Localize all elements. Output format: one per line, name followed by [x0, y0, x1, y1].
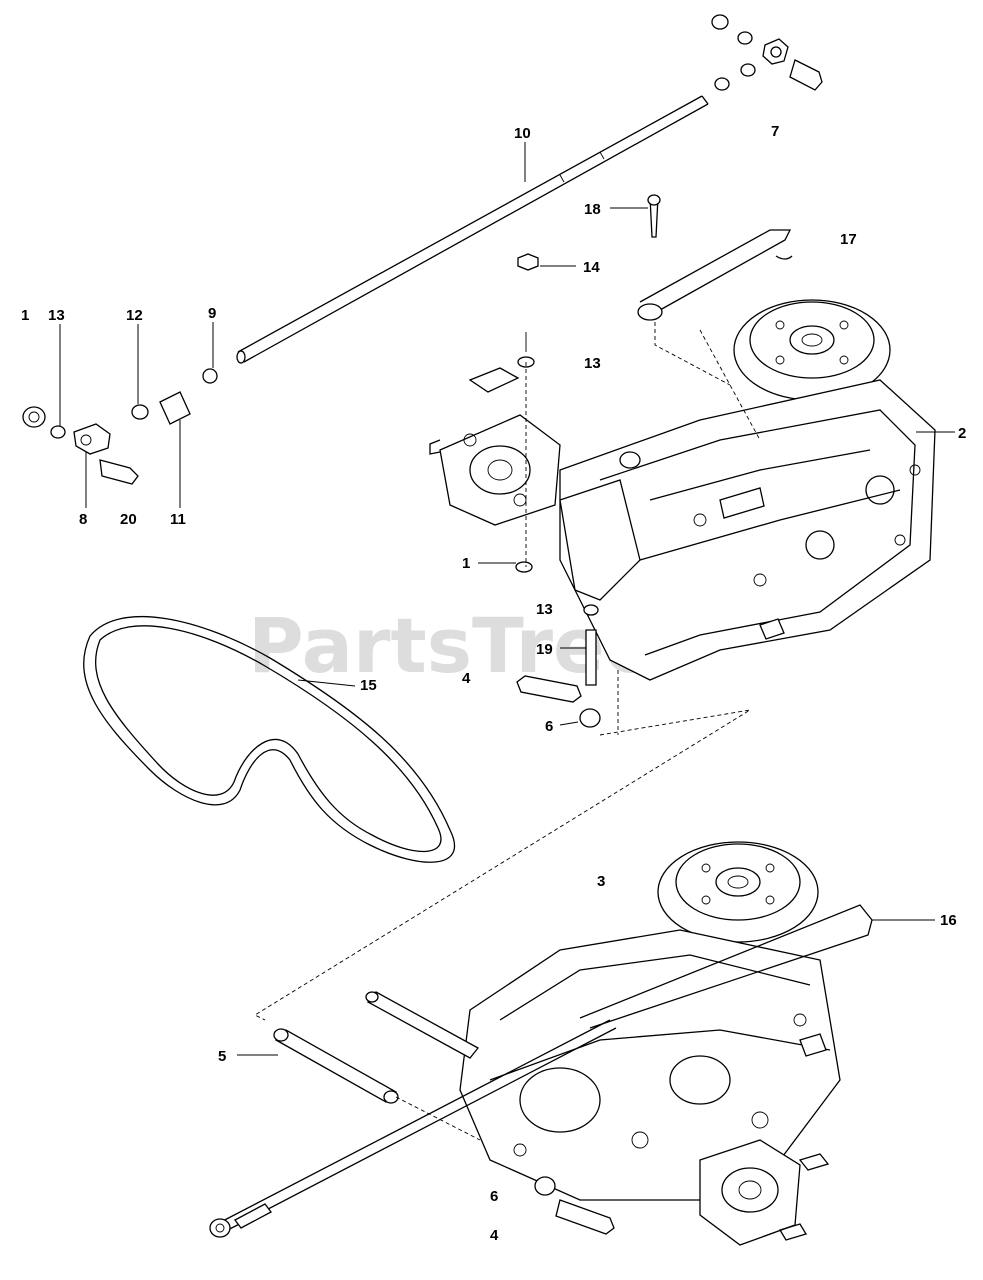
label-12: 12 — [126, 307, 143, 324]
label-9: 9 — [208, 305, 216, 322]
label-4-mid: 4 — [462, 670, 471, 687]
label-15: 15 — [360, 677, 377, 694]
label-10: 10 — [514, 125, 531, 142]
label-14: 14 — [583, 259, 600, 276]
label-6-mid: 6 — [545, 718, 553, 735]
label-18: 18 — [584, 201, 601, 218]
linkage-hardware — [22, 368, 218, 485]
leader-lines — [59, 142, 955, 1056]
control-rod — [236, 95, 709, 364]
label-13-left: 13 — [48, 307, 65, 324]
label-5: 5 — [218, 1048, 226, 1065]
label-17: 17 — [840, 231, 857, 248]
part-labels: 10 7 18 17 14 1 13 12 9 13 2 8 20 11 1 1… — [21, 123, 966, 1244]
label-1-top: 1 — [21, 307, 29, 324]
lower-hardware — [209, 904, 873, 1238]
assembly-lines — [254, 322, 761, 1141]
label-13-mid: 13 — [584, 355, 601, 372]
label-1-mid: 1 — [462, 555, 470, 572]
label-11: 11 — [170, 511, 186, 528]
label-2: 2 — [958, 425, 966, 442]
ball-joint-hardware — [711, 14, 823, 91]
lower-transaxle — [459, 841, 841, 1246]
label-13-low: 13 — [536, 601, 553, 618]
label-7: 7 — [771, 123, 779, 140]
label-8: 8 — [79, 511, 87, 528]
label-6-bottom: 6 — [490, 1188, 498, 1205]
label-16: 16 — [940, 912, 957, 929]
label-19: 19 — [536, 641, 553, 658]
label-20: 20 — [120, 511, 137, 528]
upper-transaxle — [429, 299, 936, 681]
drive-belt — [83, 616, 456, 863]
label-3: 3 — [597, 873, 605, 890]
upper-hardware — [515, 194, 793, 728]
label-4-bottom: 4 — [490, 1227, 499, 1244]
